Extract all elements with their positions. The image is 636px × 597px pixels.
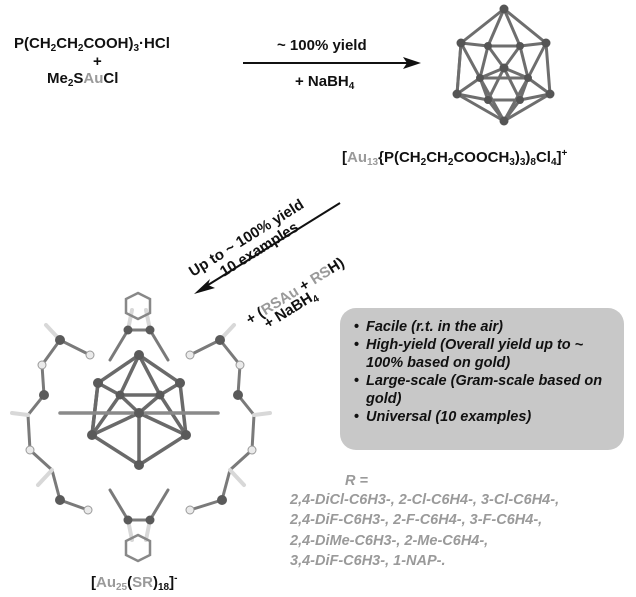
feature-large-scale: Large-scale (Gram-scale based on gold): [354, 372, 614, 408]
arrow1-reagent: + NaBH4: [295, 73, 355, 92]
product-au13-formula: [Au13{P(CH2CH2COOCH3)3)8Cl4]+: [342, 148, 568, 168]
r-group-line-4: 3,4-DiF-C6H3-, 1-NAP-.: [290, 553, 446, 569]
arrow1-yield-label: ~ 100% yield: [277, 37, 367, 54]
feature-high-yield: High-yield (Overall yield up to ~ 100% b…: [354, 336, 614, 372]
au25-cluster-structure: [10, 291, 272, 563]
product-au25-formula: [Au25(SR)18]-: [91, 573, 178, 593]
feature-summary-box: Facile (r.t. in the air) High-yield (Ove…: [340, 308, 624, 450]
r-group-line-1: 2,4-DiCl-C6H3-, 2-Cl-C6H4-, 3-Cl-C6H4-,: [290, 492, 560, 508]
reaction-arrow-1: [243, 57, 421, 69]
reactant-gold-complex: Me2SAuCl: [47, 70, 119, 89]
feature-facile: Facile (r.t. in the air): [354, 318, 614, 336]
reactant-phosphine: P(CH2CH2COOH)3·HCl: [14, 35, 170, 54]
r-group-line-3: 2,4-DiMe-C6H3-, 2-Me-C6H4-,: [290, 533, 489, 549]
reactant-plus: +: [93, 53, 102, 70]
r-group-line-2: 2,4-DiF-C6H3-, 2-F-C6H4-, 3-F-C6H4-,: [290, 512, 543, 528]
au13-cluster-structure: [452, 4, 555, 126]
reaction-arrow-2: [194, 202, 341, 294]
feature-universal: Universal (10 examples): [354, 408, 614, 426]
r-group-label: R =: [345, 473, 368, 489]
